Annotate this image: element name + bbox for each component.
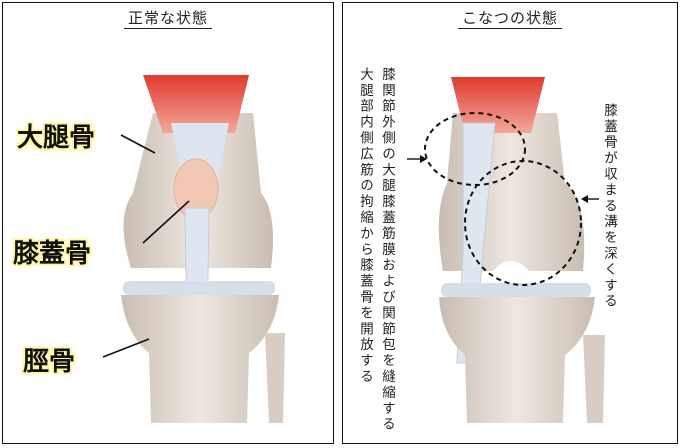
annotation-muscle-release: 大腿部内側広筋の拘縮から膝蓋骨を開放する [357, 67, 373, 385]
groove-deepening-circle [464, 160, 582, 286]
patella-label: 膝蓋骨 [13, 239, 92, 269]
konatsu-state-panel: こなつの状態 [342, 2, 678, 444]
right-arrow-head [581, 195, 588, 203]
joint-cartilage [123, 281, 275, 295]
tibia-shape [121, 295, 279, 423]
normal-state-title: 正常な状態 [3, 7, 333, 29]
femur-pointer [120, 134, 156, 154]
tibia-shape [439, 297, 595, 423]
muscle-release-circle [424, 112, 526, 186]
fibula-shape [583, 335, 605, 423]
femur-shape [438, 113, 585, 271]
tibia-label: 脛骨 [23, 347, 76, 377]
joint-cartilage [441, 283, 591, 297]
patella-pointer [142, 200, 190, 244]
femoral-groove [493, 261, 529, 271]
tibia-pointer [102, 338, 150, 358]
annotation-groove-deepen: 膝蓋骨が収まる溝を深くする [601, 103, 617, 310]
fibula-shape [265, 333, 285, 423]
quadriceps-muscle [451, 77, 545, 133]
femur-label: 大腿骨 [17, 123, 96, 153]
annotation-joint-capsule: 膝関節外側の大腿膝蓋筋膜および関節包を縫縮する [379, 67, 395, 433]
konatsu-knee-illustration [407, 77, 605, 423]
normal-state-panel: 正常な状態 [2, 2, 334, 444]
normal-knee-illustration [102, 75, 285, 423]
konatsu-state-title: こなつの状態 [343, 7, 677, 29]
left-arrow-head [420, 155, 427, 163]
quadriceps-muscle [143, 75, 249, 133]
